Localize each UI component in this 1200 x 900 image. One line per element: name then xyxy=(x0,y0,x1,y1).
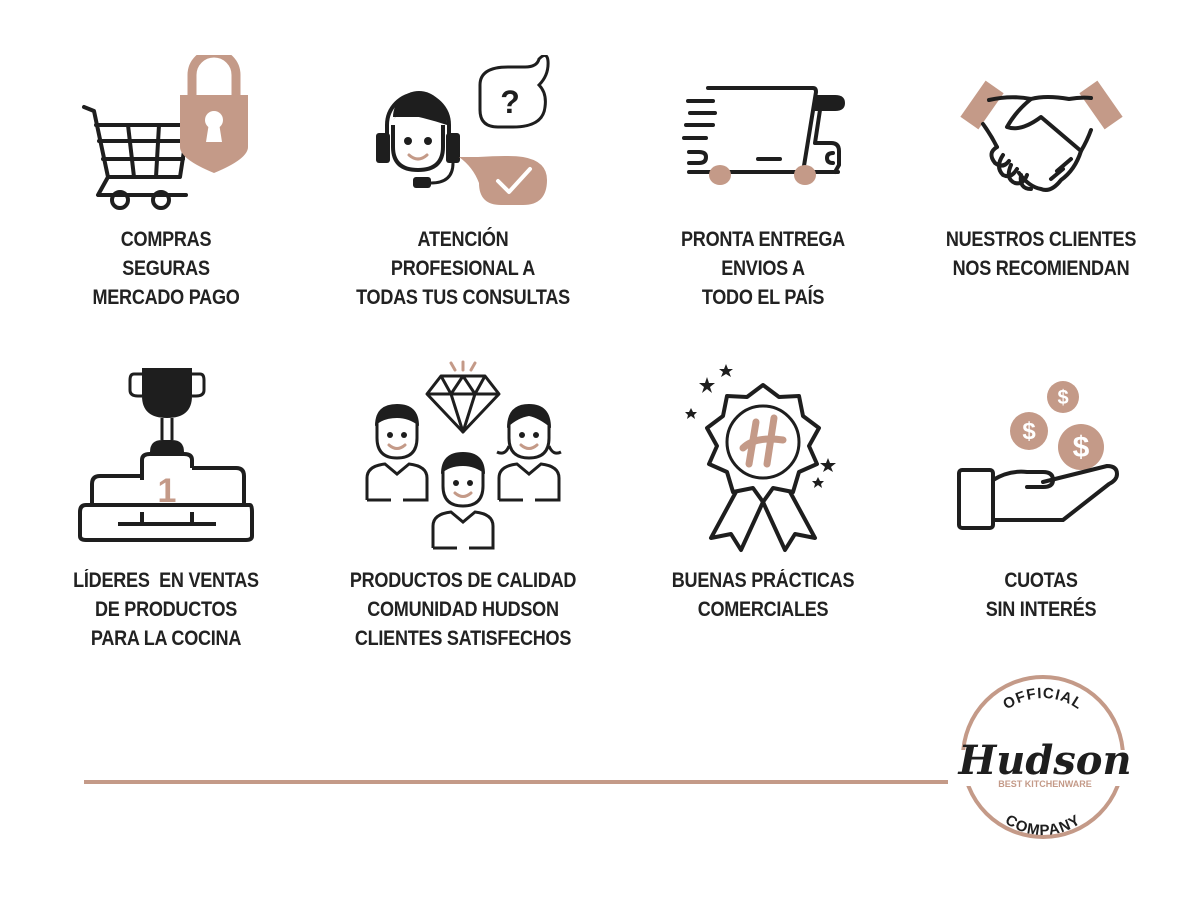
svg-text:1: 1 xyxy=(158,472,177,510)
svg-text:$: $ xyxy=(1057,387,1068,409)
award-ribbon-icon xyxy=(685,364,836,552)
feature-label: PRONTA ENTREGA ENVIOS A TODO EL PAÍS xyxy=(681,228,845,309)
delivery-truck-icon xyxy=(682,86,845,185)
trophy-podium-icon: 1 xyxy=(78,368,254,542)
feature-label: COMPRAS SEGURAS MERCADO PAGO xyxy=(92,228,240,309)
svg-text:?: ? xyxy=(500,84,520,120)
feature-label: CUOTAS SIN INTERÉS xyxy=(985,569,1097,621)
feature-label: BUENAS PRÁCTICAS COMERCIALES xyxy=(671,569,855,621)
feature-label: LÍDERES EN VENTAS DE PRODUCTOS PARA LA C… xyxy=(73,569,259,650)
feature-label: ATENCIÓN PROFESIONAL A TODAS TUS CONSULT… xyxy=(356,228,570,309)
feature-label: PRODUCTOS DE CALIDAD COMUNIDAD HUDSON CL… xyxy=(349,569,577,650)
handshake-icon xyxy=(960,80,1123,192)
svg-text:BEST KITCHENWARE: BEST KITCHENWARE xyxy=(998,779,1092,789)
hudson-logo: OFFICIAL COMPANY Hudson BEST KITCHENWARE xyxy=(948,675,1138,839)
divider-line xyxy=(84,780,964,784)
community-diamond-icon xyxy=(365,360,562,550)
svg-text:Hudson: Hudson xyxy=(957,737,1131,784)
svg-text:$: $ xyxy=(1073,431,1090,464)
shopping-cart-lock-icon xyxy=(82,55,248,210)
support-agent-headset-icon: ? xyxy=(376,55,550,205)
svg-text:$: $ xyxy=(1022,418,1036,445)
feature-label: NUESTROS CLIENTES NOS RECOMIENDAN xyxy=(945,228,1137,280)
hand-coins-icon: $ $ $ xyxy=(957,381,1119,530)
